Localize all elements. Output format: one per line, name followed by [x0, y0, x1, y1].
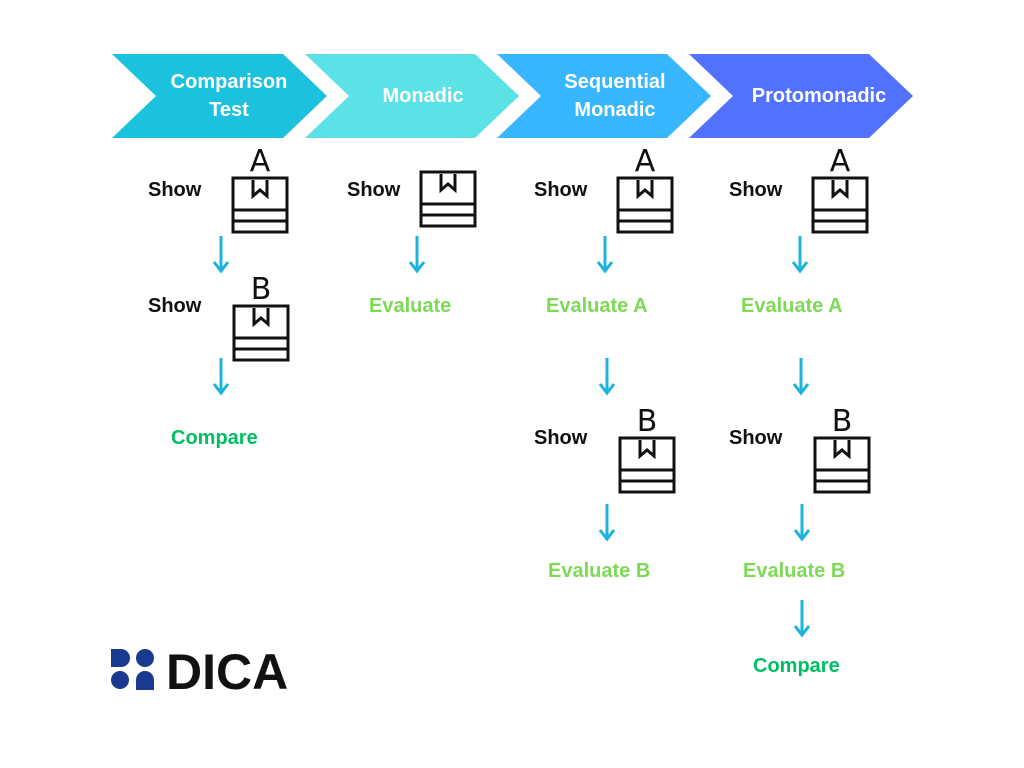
- show-label: Show: [534, 179, 588, 201]
- product-a-icon: A: [811, 145, 869, 234]
- down-arrow-icon: [791, 236, 809, 274]
- stage-label-protomonadic: Protomonadic: [751, 85, 887, 107]
- evaluate-b-label: Evaluate B: [548, 560, 651, 582]
- stage-label-monadic: Monadic: [382, 85, 464, 107]
- down-arrow-icon: [598, 358, 616, 396]
- dica-logo: DICA: [111, 646, 288, 692]
- down-arrow-icon: [212, 358, 230, 396]
- show-label: Show: [148, 179, 202, 201]
- stage-label-sequential-monadic: Sequential Monadic: [564, 71, 666, 121]
- down-arrow-icon: [793, 600, 811, 638]
- show-label: Show: [729, 427, 783, 449]
- evaluate-label: Evaluate: [369, 295, 452, 317]
- product-letter: A: [635, 145, 656, 179]
- product-b-icon: B: [232, 273, 290, 362]
- show-label: Show: [729, 179, 783, 201]
- evaluate-a-label: Evaluate A: [741, 295, 843, 317]
- product-letter: B: [832, 405, 853, 439]
- chevron-protomonadic: [689, 54, 913, 138]
- show-label: Show: [534, 427, 588, 449]
- logo-mark-icon: [111, 649, 154, 690]
- product-letter: A: [250, 145, 271, 179]
- logo-text: DICA: [166, 646, 288, 692]
- down-arrow-icon: [792, 358, 810, 396]
- down-arrow-icon: [408, 236, 426, 274]
- product-letter: B: [637, 405, 658, 439]
- evaluate-a-label: Evaluate A: [546, 295, 648, 317]
- product-letter: B: [251, 273, 272, 307]
- product-a-icon: A: [231, 145, 289, 234]
- down-arrow-icon: [596, 236, 614, 274]
- down-arrow-icon: [793, 504, 811, 542]
- chevron-monadic: [305, 54, 519, 138]
- show-label: Show: [347, 179, 401, 201]
- product-b-icon: B: [618, 405, 676, 494]
- product-a-icon: A: [616, 145, 674, 234]
- down-arrow-icon: [212, 236, 230, 274]
- product-b-icon: B: [813, 405, 871, 494]
- product-icon: [419, 170, 477, 228]
- compare-label: Compare: [171, 427, 258, 449]
- evaluate-b-label: Evaluate B: [743, 560, 846, 582]
- show-label: Show: [148, 295, 202, 317]
- chevron-sequential-monadic: [497, 54, 711, 138]
- product-letter: A: [830, 145, 851, 179]
- compare-label: Compare: [753, 655, 840, 677]
- chevron-comparison-test: [112, 54, 327, 138]
- stage-label-comparison-test: Comparison Test: [170, 71, 288, 121]
- down-arrow-icon: [598, 504, 616, 542]
